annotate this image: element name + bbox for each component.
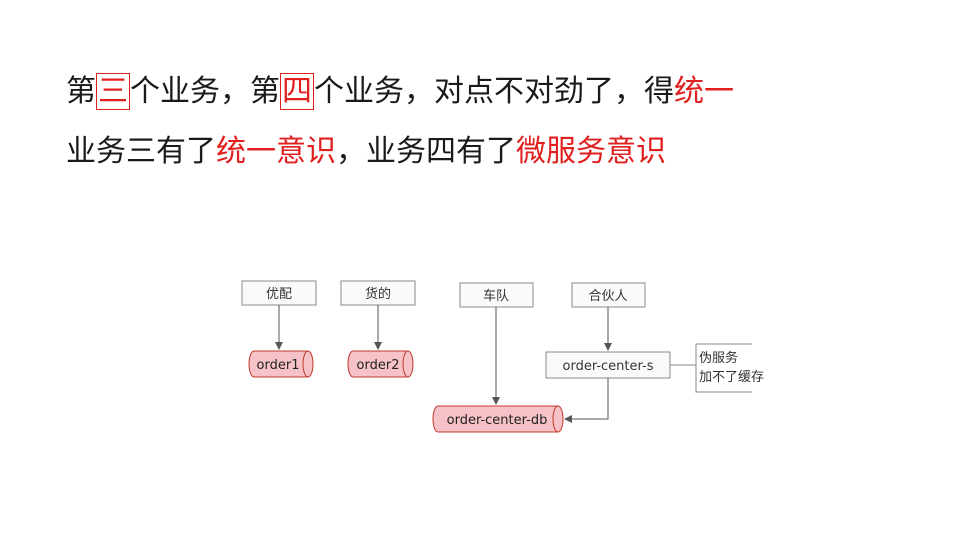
service-order-center-s-label: order-center-s (563, 359, 654, 374)
heading-line-1: 第三个业务，第四个业务，对点不对劲了，得统一 (66, 66, 734, 110)
service-huodi: 货的 (340, 280, 416, 306)
note-box: 伪服务 加不了缓存 (695, 343, 764, 393)
db-order-center-db-label: order-center-db (447, 413, 548, 428)
heading-line-2: 业务三有了统一意识，业务四有了微服务意识 (66, 126, 666, 170)
highlight-microservice-awareness: 微服务意识 (516, 134, 666, 169)
service-order-center-s: order-center-s (545, 351, 671, 379)
heading-text: 业务三有了 (66, 134, 216, 169)
note-line-2: 加不了缓存 (699, 370, 764, 385)
db-order2: order2 (347, 350, 414, 378)
db-order1-label: order1 (257, 358, 300, 373)
service-hehuoren-label: 合伙人 (588, 289, 627, 304)
note-line-1: 伪服务 (699, 350, 738, 366)
service-chedui: 车队 (459, 282, 534, 308)
service-youpei: 优配 (241, 280, 317, 306)
highlight-unify: 统一 (674, 74, 734, 109)
db-order2-label: order2 (357, 358, 400, 373)
heading-text: 个业务，第 (130, 74, 280, 109)
service-youpei-label: 优配 (266, 287, 292, 302)
heading-text: ，业务四有了 (336, 134, 516, 169)
db-order-center-db: order-center-db (432, 405, 564, 433)
db-order1: order1 (248, 350, 314, 378)
arrow-order-center-s-to-order-center-db (564, 378, 609, 423)
heading-text: 第 (66, 74, 96, 109)
service-hehuoren: 合伙人 (571, 282, 646, 308)
highlight-four: 四 (280, 73, 314, 110)
service-chedui-label: 车队 (483, 288, 509, 304)
highlight-three: 三 (96, 73, 130, 110)
service-huodi-label: 货的 (365, 286, 391, 302)
highlight-unified-awareness: 统一意识 (216, 134, 336, 169)
heading-text: 个业务，对点不对劲了，得 (314, 74, 674, 109)
